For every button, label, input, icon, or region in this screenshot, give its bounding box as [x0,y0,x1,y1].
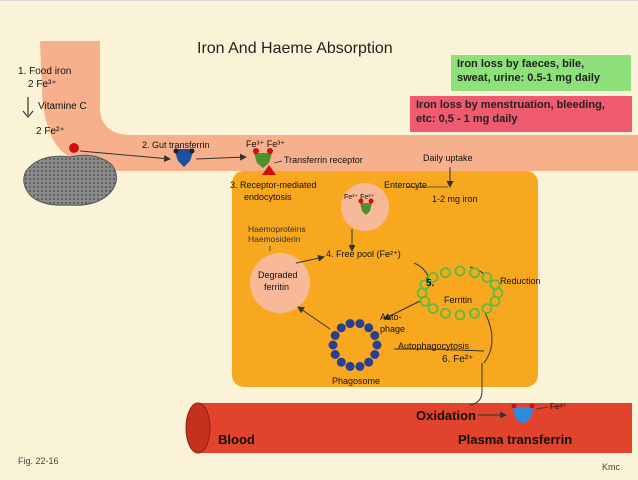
phagosome-subunit [370,349,380,359]
iron-loss-menstruation-box: Iron loss by menstruation, bleeding, etc… [410,96,632,132]
phagosome-subunit [364,323,374,333]
iron-amount-label: 1-2 mg iron [432,194,478,204]
phagosome-label: Phagosome [332,376,381,386]
phagosome-subunit [328,340,338,350]
phagosome-subunit [330,349,340,359]
fe2-dot [69,143,79,153]
page-title: Iron And Haeme Absorption [197,40,393,57]
daily-uptake-label: Daily uptake [423,153,473,163]
ferritin-subunit [489,295,501,307]
fe2-label: 2 Fe²⁺ [36,126,65,137]
food-iron-label: 1. Food iron [18,66,72,77]
iron-loss-menstruation-line2: etc: 0,5 - 1 mg daily [416,113,518,125]
haemosiderin-label: Haemosiderin [248,234,301,244]
degraded-ferritin-label-2: ferritin [264,282,290,292]
ferritin-subunit [489,279,501,291]
degraded-ferritin-circle [250,253,310,313]
ferritin-subunit [440,307,451,319]
phagosome-subunit [330,330,340,340]
iron-loss-faeces-line2: sweat, urine: 0.5-1 mg daily [457,72,601,84]
ferritin-ring [416,265,504,321]
ferritin-subunit [469,267,480,279]
ferritin-subunit [427,303,439,315]
phagosome-subunit [364,357,374,367]
transferrin-receptor-icon [262,165,276,175]
step6-label: 6. Fe²⁺ [442,354,474,365]
receptor-mediated-label-1: 3. Receptor-mediated [230,180,317,190]
phagosome-subunit [336,323,346,333]
plasma-transferrin-label: Plasma transferrin [458,432,573,447]
blood-label: Blood [218,432,255,447]
author-mark: Kmc [602,462,620,472]
ferritin-subunit [440,267,451,279]
plasma-transferrin-icon [512,407,534,424]
receptor-mediated-label-2: endocytosis [244,192,292,202]
transferrin-fe-icon [254,153,272,168]
ferritin-subunit [454,309,466,321]
phagosome-subunit [355,361,365,371]
autophage-label-2: phage [380,324,406,334]
pancreas-shape [23,154,117,206]
autophage-label-1: Auto- [380,312,402,322]
ferritin-subunit [469,307,480,319]
phagosome-subunit [355,319,365,329]
phagosome-subunit [345,319,355,329]
reduction-label: Reduction [500,276,541,286]
fe3-blood-label: Fe³⁺ [550,402,567,411]
ferritin-subunit [481,271,493,283]
phagosome-subunit [372,340,382,350]
phagosome-subunit [370,330,380,340]
ferritin-label: Ferritin [444,295,473,305]
free-pool-label: 4. Free pool (Fe²⁺) [326,249,401,259]
degraded-ferritin-label-1: Degraded [258,270,298,280]
haemoproteins-label: Haemoproteins [248,224,306,234]
ferritin-subunit [481,303,493,315]
vitamin-c-label: Vitamine C [38,101,87,112]
ferritin-subunit [427,271,439,283]
ferritin-subunit [454,265,466,277]
ferritin-subunit [419,279,431,291]
phagosome-subunit [345,361,355,371]
iron-loss-menstruation-line1: Iron loss by menstruation, bleeding, [416,99,605,111]
enterocyte-label: Enterocyte [384,180,428,190]
iron-loss-faeces-box: Iron loss by faeces, bile, sweat, urine:… [451,55,631,91]
oxidation-label: Oxidation [416,408,476,423]
fe3-food-label: 2 Fe³⁺ [28,79,57,90]
step5-label: 5. [426,278,435,289]
iron-loss-faeces-line1: Iron loss by faeces, bile, [457,58,585,70]
transferrin-receptor-label: Transferrin receptor [284,155,363,165]
phagosome-subunit [336,357,346,367]
fe-pair-vesicle-label: Fe³⁺ Fe³⁺ [344,194,375,201]
stomach-shape [40,41,638,171]
enterocyte-cell [232,171,538,387]
gut-transferrin-icon [174,149,194,167]
figure-number: Fig. 22-16 [18,456,59,466]
fe-pair-top-label: Fe³⁺ Fe³⁺ [246,139,286,149]
gut-transferrin-label: 2. Gut transferrin [142,140,210,150]
autophagocytosis-label: Autophagocytosis [398,341,470,351]
phagosome-ring [328,319,382,371]
